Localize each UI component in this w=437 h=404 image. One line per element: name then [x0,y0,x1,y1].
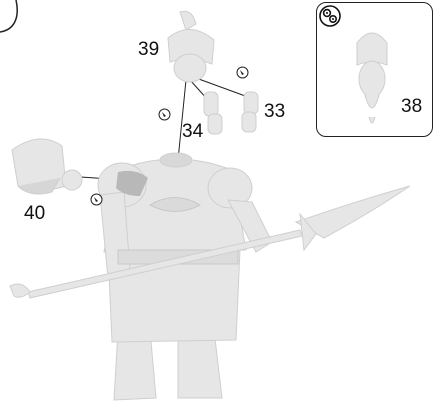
glue-drop-icon [90,193,103,206]
part-number-38: 38 [401,97,422,116]
bearded-head-part [12,139,82,194]
glue-drop-icon [236,66,249,79]
part-number-39: 39 [138,40,159,59]
gears-icon [319,5,341,27]
alternate-helmet-head-part [347,21,397,131]
part-number-40: 40 [24,204,45,223]
part-number-34: 34 [182,122,203,141]
alternate-part-inset: 38 [316,2,433,137]
right-hand-part [204,92,222,134]
part-number-33: 33 [264,102,285,121]
left-hand-part [242,92,258,132]
helmeted-head-part [168,11,214,82]
glue-drop-icon [158,108,171,121]
previous-step-frame [0,0,17,32]
